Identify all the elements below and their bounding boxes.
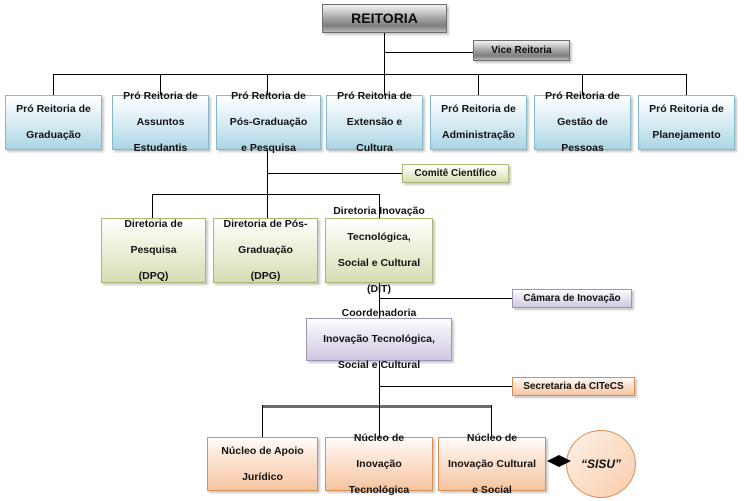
connector-drop-administracao xyxy=(478,74,479,95)
node-reitoria-label: REITORIA xyxy=(351,10,418,26)
connector-reitoria-stem xyxy=(384,33,385,74)
node-pro-reitoria-pos-graduacao-pesquisa-label: Pró Reitoria de Pós-Graduação e Pesquisa xyxy=(229,90,308,154)
node-vice-reitoria-label: Vice Reitoria xyxy=(491,45,552,56)
node-diretoria-inovacao-dit-label: Diretoria Inovação Tecnológica, Social e… xyxy=(333,205,425,295)
connector-diretorias-bus xyxy=(152,194,380,195)
node-nucleo-inovacao-tecnologica-label: Núcleo de Inovação Tecnológica xyxy=(348,431,410,496)
node-pro-reitoria-graduacao-label: Pró Reitoria de Graduação xyxy=(16,103,91,141)
node-diretoria-pos-graduacao[interactable]: Diretoria de Pós- Graduação (DPG) xyxy=(213,218,318,283)
connector-posgrad-stem xyxy=(267,150,268,218)
connector-camara-inovacao xyxy=(379,298,512,299)
node-pro-reitoria-assuntos-estudantis[interactable]: Pró Reitoria de Assuntos Estudantis xyxy=(112,90,209,154)
connector-drop-graduacao xyxy=(53,74,54,95)
node-pro-reitoria-pos-graduacao-pesquisa[interactable]: Pró Reitoria de Pós-Graduação e Pesquisa xyxy=(216,90,321,154)
connector-drop-nucleo-juridico xyxy=(262,405,263,437)
connector-level2-bus xyxy=(53,74,686,75)
connector-drop-gestao xyxy=(582,74,583,95)
node-coordenadoria-citecs-label: Coordenadoria Inovação Tecnológica, Soci… xyxy=(323,307,435,371)
node-sisu-label: “SISU” xyxy=(580,457,621,471)
connector-drop-dpg xyxy=(267,194,268,218)
node-vice-reitoria[interactable]: Vice Reitoria xyxy=(473,40,570,61)
node-pro-reitoria-planejamento[interactable]: Pró Reitoria de Planejamento xyxy=(638,95,735,150)
connector-drop-dpq xyxy=(152,194,153,218)
node-pro-reitoria-administracao[interactable]: Pró Reitoria de Administração xyxy=(430,95,527,150)
connector-drop-nucleo-cultural xyxy=(491,405,492,437)
node-comite-cientifico[interactable]: Comitê Científico xyxy=(402,164,509,183)
node-sisu[interactable]: “SISU” xyxy=(566,430,636,498)
node-nucleo-apoio-juridico-label: Núcleo de Apoio Jurídico xyxy=(221,444,304,483)
connector-nucleos-bus xyxy=(262,405,492,408)
node-nucleo-apoio-juridico[interactable]: Núcleo de Apoio Jurídico xyxy=(207,437,318,491)
node-nucleo-inovacao-cultural-social-label: Núcleo de Inovação Cultural e Social xyxy=(447,431,537,496)
node-pro-reitoria-administracao-label: Pró Reitoria de Administração xyxy=(441,103,516,141)
node-secretaria-citecs-label: Secretaria da CITeCS xyxy=(523,381,624,392)
node-camara-inovacao[interactable]: Câmara de Inovação xyxy=(512,289,632,308)
connector-coordenadoria-stem xyxy=(379,361,380,407)
node-pro-reitoria-gestao-pessoas[interactable]: Pró Reitoria de Gestão de Pessoas xyxy=(534,90,631,154)
node-pro-reitoria-gestao-pessoas-label: Pró Reitoria de Gestão de Pessoas xyxy=(545,90,620,154)
node-diretoria-inovacao-dit[interactable]: Diretoria Inovação Tecnológica, Social e… xyxy=(325,205,433,295)
connector-drop-planejamento xyxy=(686,74,687,95)
node-nucleo-inovacao-cultural-social[interactable]: Núcleo de Inovação Cultural e Social xyxy=(438,432,546,496)
connector-drop-extensao xyxy=(384,74,385,95)
connector-dit-stem xyxy=(379,283,380,318)
node-diretoria-pos-graduacao-label: Diretoria de Pós- Graduação (DPG) xyxy=(223,218,308,282)
node-camara-inovacao-label: Câmara de Inovação xyxy=(523,293,621,304)
node-pro-reitoria-extensao-cultura[interactable]: Pró Reitoria de Extensão e Cultura xyxy=(326,90,423,154)
node-comite-cientifico-label: Comitê Científico xyxy=(414,168,497,179)
node-nucleo-inovacao-tecnologica[interactable]: Núcleo de Inovação Tecnológica xyxy=(325,432,433,496)
node-coordenadoria-citecs[interactable]: Coordenadoria Inovação Tecnológica, Soci… xyxy=(306,307,452,371)
connector-comite-cientifico xyxy=(267,173,402,174)
double-arrow-icon xyxy=(547,455,571,467)
node-pro-reitoria-graduacao[interactable]: Pró Reitoria de Graduação xyxy=(5,95,102,150)
node-secretaria-citecs[interactable]: Secretaria da CITeCS xyxy=(512,377,635,396)
connector-reitoria-vice xyxy=(384,52,473,53)
node-pro-reitoria-planejamento-label: Pró Reitoria de Planejamento xyxy=(649,103,724,141)
node-diretoria-pesquisa-label: Diretoria de Pesquisa (DPQ) xyxy=(124,218,183,282)
node-reitoria[interactable]: REITORIA xyxy=(322,4,447,33)
connector-drop-nucleo-tecnologica xyxy=(379,405,380,437)
connector-secretaria-citecs xyxy=(379,386,512,387)
connector-drop-posgraduacao xyxy=(267,74,268,95)
connector-drop-dit xyxy=(379,194,380,218)
node-diretoria-pesquisa[interactable]: Diretoria de Pesquisa (DPQ) xyxy=(101,218,206,283)
node-pro-reitoria-extensao-cultura-label: Pró Reitoria de Extensão e Cultura xyxy=(337,90,412,154)
node-pro-reitoria-assuntos-estudantis-label: Pró Reitoria de Assuntos Estudantis xyxy=(123,90,198,154)
connector-drop-assuntos xyxy=(160,74,161,95)
